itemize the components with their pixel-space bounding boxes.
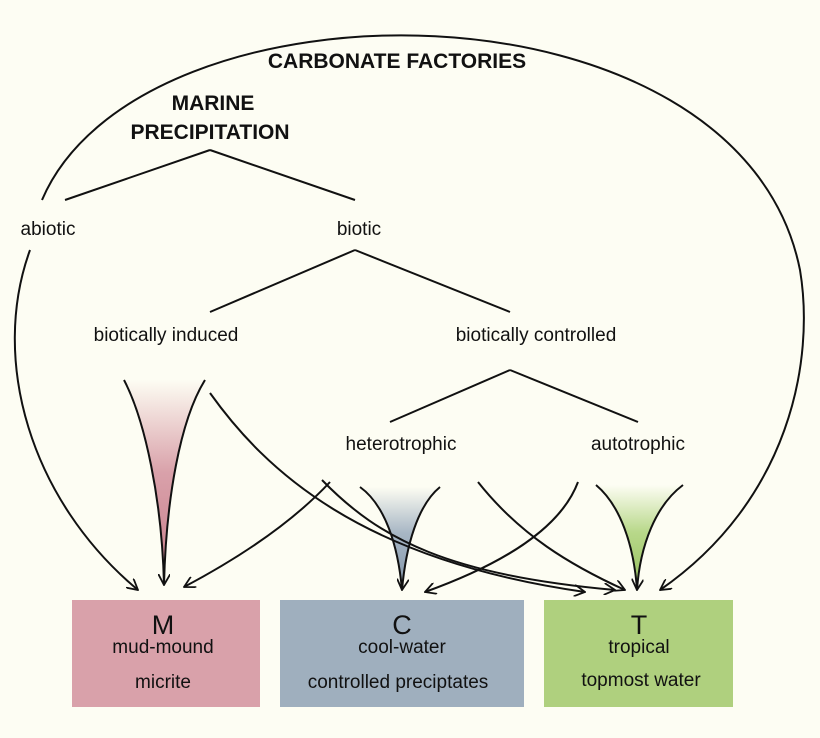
node-heterotrophic: heterotrophic [346,434,457,455]
node-biotic: biotic [337,219,381,240]
outer-arc-abiotic-to-t [41,34,805,590]
box-t-line-2: topmost water [581,670,701,691]
box-t-line-1: tropical [608,637,669,658]
box-c-line-1: cool-water [358,637,446,658]
funnel-m [123,379,206,585]
diagram-title: CARBONATE FACTORIES [268,50,526,73]
node-abiotic: abiotic [21,219,76,240]
tree-lines [64,149,639,423]
subtitle-line-1: MARINE [172,92,255,115]
funnel-t [595,484,684,590]
node-biotically-controlled: biotically controlled [456,325,617,346]
connection-arrows [13,249,625,592]
box-c-letter: C [392,610,412,640]
box-m-line-1: mud-mound [112,637,213,658]
subtitle-line-2: PRECIPITATION [130,121,289,144]
box-t: T tropical topmost water [544,600,733,707]
box-c: C cool-water controlled preciptates [280,600,524,707]
box-c-line-2: controlled preciptates [308,672,489,693]
node-autotrophic: autotrophic [591,434,685,455]
box-t-letter: T [631,610,648,640]
node-biotically-induced: biotically induced [94,325,239,346]
box-m: M mud-mound micrite [72,600,260,707]
box-m-letter: M [152,610,175,640]
box-m-line-2: micrite [135,672,191,693]
